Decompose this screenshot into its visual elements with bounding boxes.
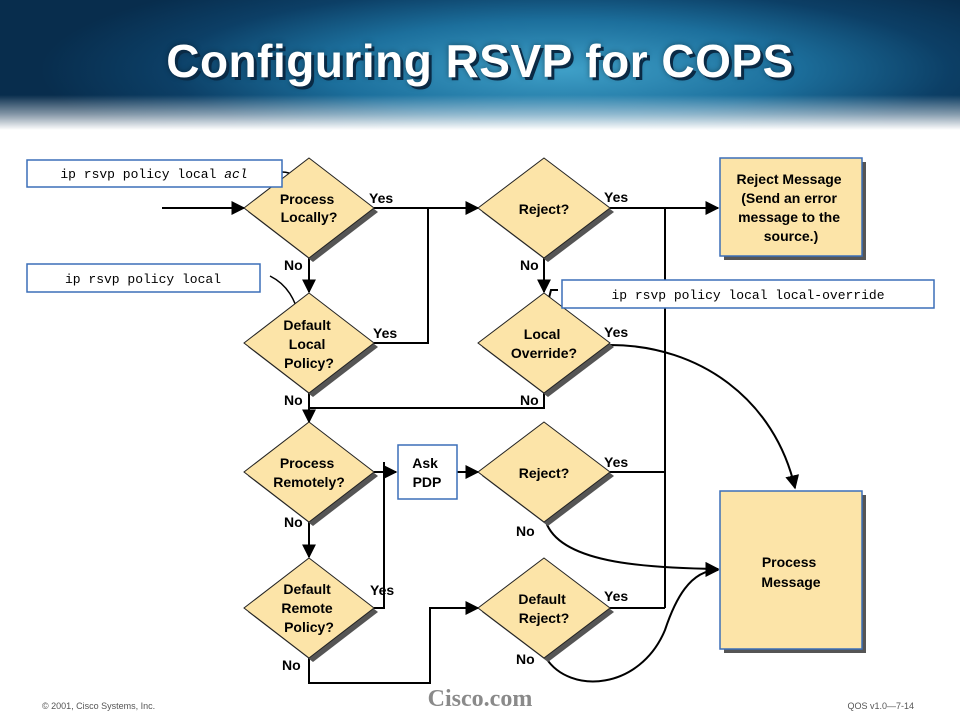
override-pointer bbox=[548, 289, 558, 299]
no-label-process-locally: No bbox=[284, 257, 303, 273]
svg-text:Reject Message (Send an: Reject Message (Send an error message to… bbox=[737, 171, 846, 244]
process-locally-line-2: Locally? bbox=[281, 209, 338, 225]
command-local-override-text: ip rsvp policy local local-override bbox=[611, 288, 884, 303]
reject-2-yes-line bbox=[610, 208, 666, 473]
svg-text:Default Local Poli: Default Local Policy? bbox=[283, 317, 334, 371]
decision-default-local-policy: Default Local Policy? bbox=[243, 292, 378, 397]
reject-message-line-4: source.) bbox=[764, 228, 818, 244]
default-reject-no-curve bbox=[545, 563, 720, 683]
decision-default-remote-policy: Default Remote Policy? bbox=[243, 557, 378, 662]
default-remote-line-1: Default bbox=[283, 581, 331, 597]
ask-pdp-box: Ask PDP bbox=[397, 444, 458, 500]
process-message-box: Process Message bbox=[719, 490, 866, 653]
ask-pdp-line-2: PDP bbox=[413, 474, 442, 490]
decision-reject-1: Reject? bbox=[477, 157, 614, 262]
reject-message-line-2: (Send an error bbox=[741, 190, 837, 206]
footer-slide-id: QOS v1.0—7-14 bbox=[847, 701, 914, 711]
no-label-reject-2: No bbox=[516, 523, 535, 539]
page-title: Configuring RSVP for COPS bbox=[166, 35, 794, 87]
yes-label-process-locally: Yes bbox=[369, 190, 393, 206]
command-local: ip rsvp policy local bbox=[26, 263, 261, 293]
yes-label-default-reject: Yes bbox=[604, 588, 628, 604]
svg-text:Process Message: Process Message bbox=[761, 554, 820, 590]
svg-text:Local Override?: Local Override? bbox=[511, 326, 577, 361]
decision-process-remotely: Process Remotely? bbox=[243, 421, 378, 526]
ask-pdp-line-1: Ask bbox=[412, 455, 438, 471]
no-label-default-local: No bbox=[284, 392, 303, 408]
reject-message-box: Reject Message (Send an error message to… bbox=[719, 157, 866, 260]
no-label-default-reject: No bbox=[516, 651, 535, 667]
default-local-line-2: Local bbox=[289, 336, 326, 352]
yes-label-default-local: Yes bbox=[373, 325, 397, 341]
reject-message-line-1: Reject Message bbox=[737, 171, 842, 187]
svg-text:Default Remote Pol: Default Remote Policy? bbox=[281, 581, 336, 635]
process-locally-line-1: Process bbox=[280, 191, 335, 207]
no-label-default-remote: No bbox=[282, 657, 301, 673]
reject-message-line-3: message to the bbox=[738, 209, 840, 225]
command-local-acl-arg: acl bbox=[224, 167, 247, 182]
default-reject-line-1: Default bbox=[518, 591, 566, 607]
footer-copyright: © 2001, Cisco Systems, Inc. bbox=[42, 701, 156, 711]
yes-label-reject-2: Yes bbox=[604, 454, 628, 470]
reject-2-label: Reject? bbox=[519, 465, 570, 481]
default-local-line-3: Policy? bbox=[284, 355, 334, 371]
svg-text:Process Locally?: Process Locally? bbox=[280, 191, 338, 225]
default-remote-yes-line bbox=[374, 462, 385, 609]
no-label-local-override: No bbox=[520, 392, 539, 408]
svg-text:Ask PDP: Ask PDP bbox=[412, 455, 442, 490]
local-override-no-line bbox=[309, 393, 545, 409]
command-local-acl: ip rsvp policy local acl bbox=[26, 159, 283, 188]
default-local-yes-line bbox=[374, 208, 429, 344]
reject-2-no-curve bbox=[545, 521, 720, 576]
header-banner: Configuring RSVP for COPS bbox=[0, 0, 960, 130]
process-message-line-1: Process bbox=[762, 554, 817, 570]
default-remote-line-3: Policy? bbox=[284, 619, 334, 635]
local-override-line-2: Override? bbox=[511, 345, 577, 361]
decision-default-reject: Default Reject? bbox=[477, 557, 614, 662]
default-local-line-1: Default bbox=[283, 317, 331, 333]
decision-local-override: Local Override? bbox=[477, 292, 614, 397]
decision-reject-2: Reject? bbox=[477, 421, 614, 526]
svg-text:Process Remotely?: Process Remotely? bbox=[273, 455, 345, 490]
reject-1-label: Reject? bbox=[519, 201, 570, 217]
default-remote-line-2: Remote bbox=[281, 600, 333, 616]
connectors bbox=[162, 171, 800, 684]
yes-label-local-override: Yes bbox=[604, 324, 628, 340]
process-remotely-line-1: Process bbox=[280, 455, 335, 471]
command-local-acl-text: ip rsvp policy local bbox=[60, 167, 224, 182]
command-local-override: ip rsvp policy local local-override bbox=[561, 279, 935, 309]
process-message-line-2: Message bbox=[761, 574, 820, 590]
no-label-process-remotely: No bbox=[284, 514, 303, 530]
no-label-reject-1: No bbox=[520, 257, 539, 273]
svg-text:ip rsvp policy local acl: ip rsvp policy local acl bbox=[60, 167, 247, 182]
local-override-yes-curve bbox=[609, 344, 800, 490]
default-remote-no-line bbox=[308, 601, 480, 684]
footer-brand-logo: Cisco.com bbox=[427, 686, 533, 712]
yes-label-reject-1: Yes bbox=[604, 189, 628, 205]
command-local-text: ip rsvp policy local bbox=[65, 272, 221, 287]
yes-label-default-remote: Yes bbox=[370, 582, 394, 598]
local-override-line-1: Local bbox=[524, 326, 561, 342]
process-remotely-line-2: Remotely? bbox=[273, 474, 345, 490]
svg-text:Default Reject?: Default Reject? bbox=[518, 591, 569, 626]
default-reject-line-2: Reject? bbox=[519, 610, 570, 626]
header-fade bbox=[0, 95, 960, 130]
